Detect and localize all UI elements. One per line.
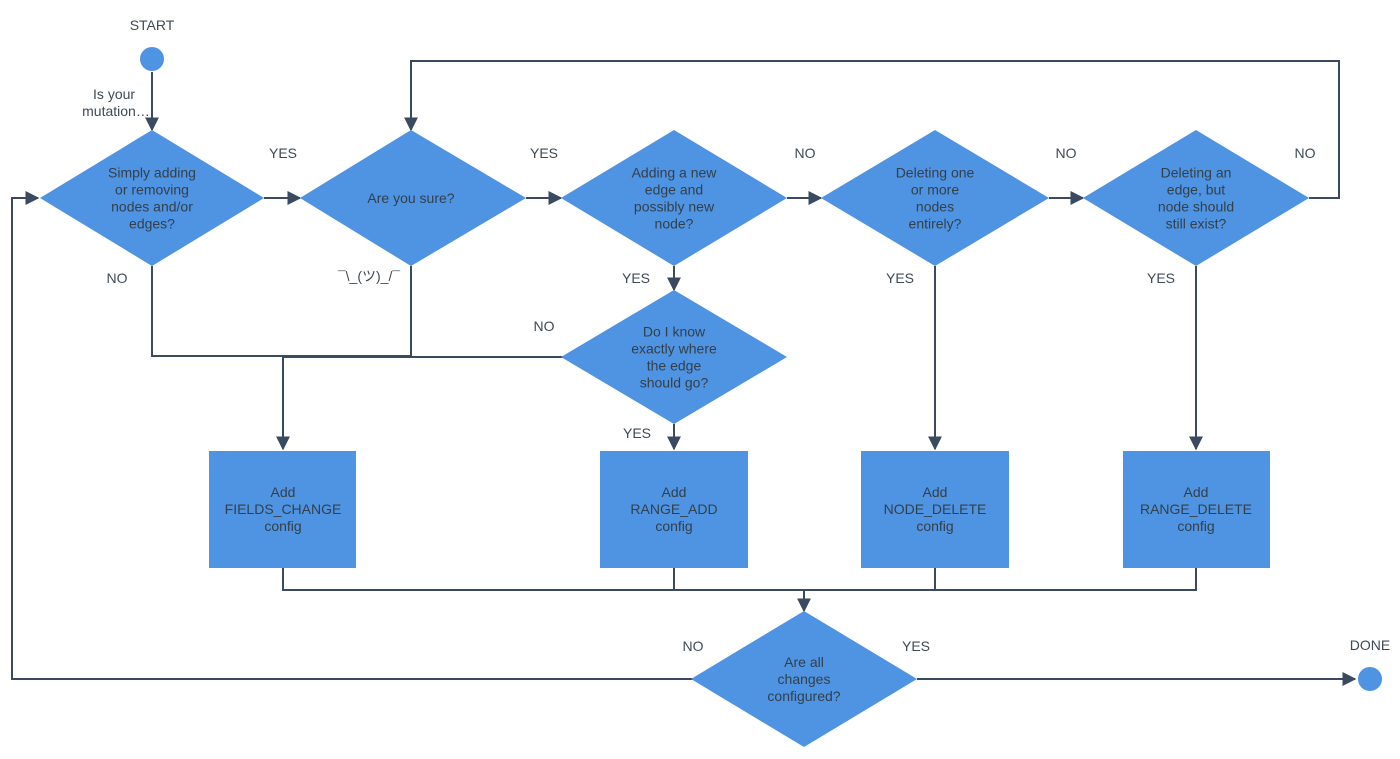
- deledge-line: Deleting an: [1161, 165, 1232, 181]
- label-deleting-edge-yes: YES: [1147, 270, 1175, 286]
- sure-line: Are you sure?: [367, 190, 454, 206]
- adding-line: node?: [655, 216, 694, 232]
- start-node: [140, 47, 164, 71]
- know-line: exactly where: [631, 341, 717, 357]
- know-line: the edge: [647, 358, 702, 374]
- delnodes-line: nodes: [916, 199, 954, 215]
- rangeadd-line: Add: [662, 484, 687, 500]
- label-deleting-edge-no: NO: [1295, 145, 1316, 161]
- fields-line: FIELDS_CHANGE: [225, 501, 342, 517]
- intro-text-line: mutation…: [82, 103, 150, 119]
- intro-text-line: Is your: [93, 86, 135, 102]
- deledge-line: edge, but: [1167, 182, 1225, 198]
- nodedelete-line: Add: [923, 484, 948, 500]
- nodedelete-line: config: [916, 518, 953, 534]
- fields-line: Add: [271, 484, 296, 500]
- connector-simply-no: [151, 266, 283, 357]
- deledge-line: still exist?: [1166, 216, 1227, 232]
- nodedelete-line: NODE_DELETE: [884, 501, 987, 517]
- deledge-line: node should: [1158, 199, 1234, 215]
- action-range-delete: [1123, 451, 1270, 568]
- adding-line: Adding a new: [632, 165, 718, 181]
- delnodes-line: or more: [911, 182, 959, 198]
- simply-line: edges?: [129, 216, 175, 232]
- decision-all-configured: [691, 611, 917, 747]
- know-line: should go?: [640, 375, 709, 391]
- delnodes-line: entirely?: [909, 216, 962, 232]
- done-label: DONE: [1350, 637, 1390, 653]
- label-know-no: NO: [534, 318, 555, 334]
- label-configured-yes: YES: [902, 638, 930, 654]
- config-line: configured?: [767, 688, 840, 704]
- decision-are-you-sure-text: Are you sure?: [367, 190, 454, 206]
- label-deleting-nodes-yes: YES: [886, 270, 914, 286]
- label-deleting-nodes-no: NO: [1056, 145, 1077, 161]
- decision-simply-adding: [40, 130, 264, 266]
- label-configured-no: NO: [683, 638, 704, 654]
- fields-line: config: [264, 518, 301, 534]
- simply-line: nodes and/or: [111, 199, 193, 215]
- config-line: changes: [778, 671, 831, 687]
- connectors: [11, 60, 1357, 686]
- simply-line: or removing: [115, 182, 189, 198]
- simply-line: Simply adding: [108, 165, 196, 181]
- rangeadd-line: RANGE_ADD: [630, 501, 717, 517]
- action-fields-change: [209, 451, 356, 568]
- decision-know-where: [561, 290, 787, 424]
- action-node-delete: [861, 451, 1009, 568]
- rangedelete-line: RANGE_DELETE: [1140, 501, 1252, 517]
- delnodes-line: Deleting one: [896, 165, 975, 181]
- decision-are-you-sure: [300, 130, 526, 266]
- config-line: Are all: [784, 654, 824, 670]
- decision-deleting-edge: [1083, 130, 1309, 266]
- intro-text: Is your mutation…: [82, 86, 150, 119]
- connector-actions-merge: [282, 568, 1197, 591]
- connector-deleting-edge-no-loop: [404, 60, 1340, 199]
- label-adding-no: NO: [795, 145, 816, 161]
- label-adding-yes: YES: [622, 270, 650, 286]
- label-know-yes: YES: [623, 425, 651, 441]
- label-simply-no: NO: [107, 270, 128, 286]
- start-label: START: [130, 17, 175, 33]
- decision-deleting-nodes: [821, 130, 1049, 266]
- adding-line: possibly new: [634, 199, 715, 215]
- rangeadd-line: config: [655, 518, 692, 534]
- rangedelete-line: Add: [1184, 484, 1209, 500]
- label-sure-yes: YES: [530, 145, 558, 161]
- know-line: Do I know: [643, 324, 706, 340]
- decision-adding-new-edge: [561, 130, 787, 266]
- action-range-add: [600, 451, 748, 568]
- adding-line: edge and: [645, 182, 703, 198]
- label-shrug: ¯\_(ツ)_/¯: [337, 268, 400, 284]
- connector-configured-no-loop: [11, 191, 693, 680]
- rangedelete-line: config: [1177, 518, 1214, 534]
- label-simply-yes: YES: [269, 145, 297, 161]
- done-node: [1358, 667, 1382, 691]
